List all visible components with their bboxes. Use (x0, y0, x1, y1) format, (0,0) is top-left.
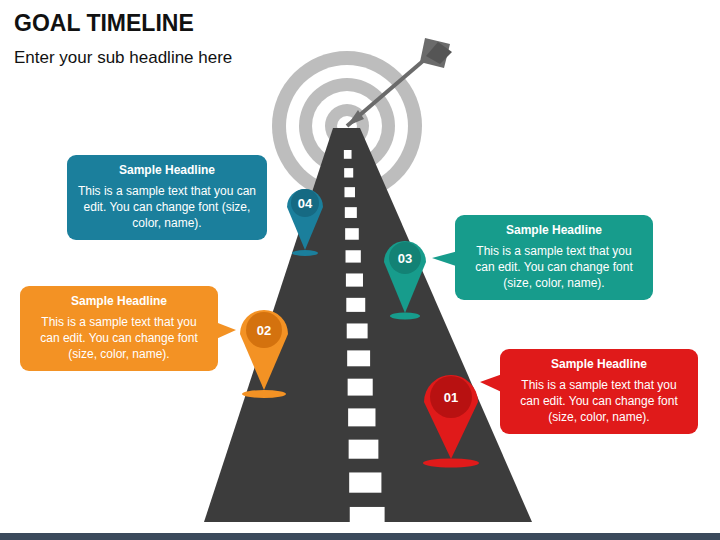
callout-number: 03 (398, 251, 412, 266)
callout-number: 01 (444, 390, 458, 405)
callout-headline: Sample Headline (30, 294, 208, 308)
callout-body: This is a sample text that you can edit.… (30, 314, 208, 363)
callout-body: This is a sample text that you can edit.… (465, 243, 643, 292)
sub-headline: Enter your sub headline here (14, 48, 232, 68)
slide-title: GOAL TIMELINE (14, 10, 194, 37)
callout-headline: Sample Headline (465, 223, 643, 237)
callout-body: This is a sample text that you can edit.… (77, 183, 257, 232)
callout-number: 04 (298, 196, 312, 211)
callout-headline: Sample Headline (510, 357, 688, 371)
callout-box: Sample HeadlineThis is a sample text tha… (500, 349, 698, 434)
callout-headline: Sample Headline (77, 163, 257, 177)
callout-box: Sample HeadlineThis is a sample text tha… (67, 155, 267, 240)
callout-body: This is a sample text that you can edit.… (510, 377, 688, 426)
callout-number: 02 (257, 323, 271, 338)
callout-box: Sample HeadlineThis is a sample text tha… (455, 215, 653, 300)
callout-box: Sample HeadlineThis is a sample text tha… (20, 286, 218, 371)
